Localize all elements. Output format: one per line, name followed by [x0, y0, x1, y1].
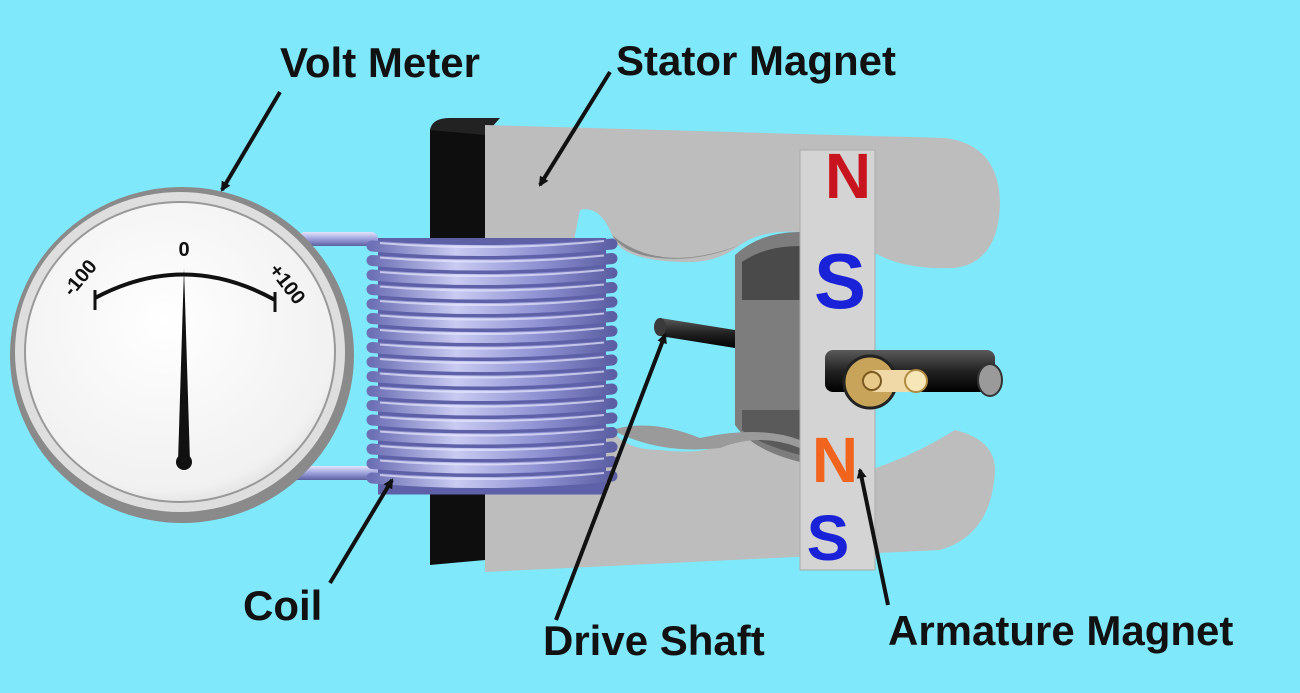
- coil-winding-highlight: [379, 341, 605, 350]
- drive-shaft: [654, 318, 1003, 410]
- coil-winding: [366, 311, 618, 329]
- callout-arrows: [220, 70, 890, 621]
- coil-winding: [366, 296, 618, 315]
- arrow-drive-shaft: [554, 333, 667, 621]
- coil-winding: [366, 412, 618, 431]
- coil-winding: [366, 383, 618, 402]
- coil-winding: [366, 282, 618, 300]
- coil-winding-highlight: [379, 414, 605, 423]
- meter-scale-arc: [94, 272, 276, 302]
- coil-winding-highlight: [379, 269, 605, 278]
- label-drive-shaft: Drive Shaft: [543, 617, 765, 664]
- coil-winding-highlight: [379, 385, 605, 394]
- arrow-coil: [328, 478, 394, 585]
- volt-meter: -100 0 +100: [10, 187, 354, 523]
- coil-winding: [366, 253, 618, 271]
- coil-winding: [366, 238, 618, 257]
- coil-winding-highlight: [379, 327, 605, 336]
- coil-winding-highlight: [379, 428, 605, 437]
- coil-winding: [366, 398, 618, 416]
- arrow-armature-magnet: [856, 468, 890, 606]
- label-armature-magnet: Armature Magnet: [888, 607, 1233, 654]
- coil-winding: [366, 470, 618, 489]
- meter-needle: [176, 268, 192, 470]
- coil-winding: [366, 427, 618, 445]
- coil-winding-highlight: [379, 283, 605, 292]
- coil-winding: [366, 354, 618, 373]
- coil-winding-highlight: [379, 443, 605, 452]
- coil: [366, 238, 618, 495]
- coil-winding-highlight: [379, 457, 605, 466]
- label-volt-meter: Volt Meter: [280, 39, 480, 86]
- coil-winding: [366, 369, 618, 387]
- coil-winding: [366, 267, 618, 286]
- pole-stator-bottom: S: [807, 502, 850, 574]
- pole-armature-top: S: [814, 237, 866, 325]
- coil-winding-highlight: [379, 298, 605, 307]
- coil-winding-highlight: [379, 356, 605, 365]
- pole-armature-bottom: N: [812, 424, 858, 496]
- arrow-volt-meter: [220, 90, 282, 192]
- meter-wires: [290, 232, 380, 480]
- coil-winding: [366, 325, 618, 344]
- coil-winding: [366, 441, 618, 460]
- coil-winding: [366, 456, 618, 474]
- coil-winding-highlight: [379, 472, 605, 481]
- coil-winding-highlight: [379, 240, 605, 249]
- label-coil: Coil: [243, 582, 322, 629]
- coil-winding-highlight: [379, 399, 605, 408]
- coil-winding-highlight: [379, 254, 605, 263]
- meter-tick-zero: 0: [178, 239, 189, 261]
- coil-winding-highlight: [379, 312, 605, 321]
- label-stator-magnet: Stator Magnet: [616, 37, 896, 84]
- coil-winding-highlight: [379, 370, 605, 379]
- pole-stator-top: N: [825, 140, 871, 212]
- coil-winding: [366, 340, 618, 358]
- arrow-stator-magnet: [538, 70, 612, 187]
